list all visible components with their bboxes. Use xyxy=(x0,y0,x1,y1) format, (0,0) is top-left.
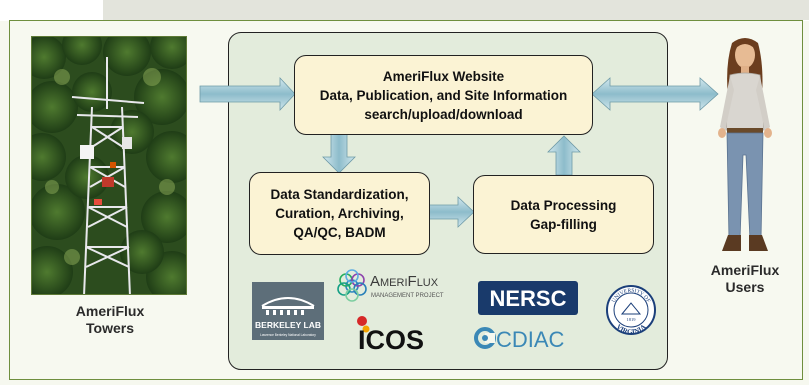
top-band-grey xyxy=(103,0,809,20)
icos-logo: ICOS xyxy=(352,312,447,355)
svg-text:AMERIFLUX: AMERIFLUX xyxy=(370,273,439,290)
nersc-logo-text: NERSC xyxy=(489,286,566,311)
website-title: AmeriFlux Website xyxy=(382,68,505,84)
processing-line2: Gap-filling xyxy=(530,216,597,232)
user-figure xyxy=(710,35,780,255)
processing-box: Data Processing Gap-filling xyxy=(473,175,654,254)
ameriflux-logo-rest1: MERI xyxy=(380,277,408,289)
arrow-towers-to-website xyxy=(199,76,296,112)
website-box: AmeriFlux Website Data, Publication, and… xyxy=(294,55,593,135)
tower-photo xyxy=(31,36,187,295)
standardization-box: Data Standardization, Curation, Archivin… xyxy=(249,172,430,255)
top-band xyxy=(0,0,809,21)
website-subtitle: Data, Publication, and Site Information xyxy=(319,87,568,103)
website-actions: search/upload/download xyxy=(364,106,523,122)
ameriflux-logo-cap1: A xyxy=(370,273,380,290)
berkeley-lab-logo: BERKELEY LAB Lawrence Berkeley National … xyxy=(252,282,324,340)
cdiac-logo-text: CDIAC xyxy=(496,327,565,352)
users-label-line1: AmeriFlux xyxy=(710,262,780,278)
processing-line1: Data Processing xyxy=(510,197,617,213)
ameriflux-logo-sub: MANAGEMENT PROJECT xyxy=(371,293,444,299)
standardization-line2: Curation, Archiving, xyxy=(275,206,404,221)
berkeley-lab-name: BERKELEY LAB xyxy=(255,320,321,330)
uva-logo-year: 1819 xyxy=(627,317,637,322)
arrow-standardization-to-processing xyxy=(428,196,475,228)
towers-label-line1: AmeriFlux xyxy=(75,303,145,319)
cdiac-logo: CDIAC xyxy=(472,322,584,354)
ameriflux-logo-cap2: F xyxy=(408,273,417,290)
towers-label: AmeriFlux Towers xyxy=(50,303,170,337)
berkeley-lab-sub: Lawrence Berkeley National Laboratory xyxy=(260,333,316,337)
uva-logo: UNIVERSITY OF VIRGINIA 1819 xyxy=(605,284,657,336)
svg-text:VIRGINIA: VIRGINIA xyxy=(615,323,648,336)
towers-label-line2: Towers xyxy=(86,320,134,336)
standardization-line3: QA/QC, BADM xyxy=(293,225,386,240)
users-label-line2: Users xyxy=(725,279,765,295)
standardization-line1: Data Standardization, xyxy=(270,187,409,202)
nersc-logo: NERSC xyxy=(478,281,578,315)
ameriflux-logo: AMERIFLUX MANAGEMENT PROJECT xyxy=(330,262,450,312)
ameriflux-logo-rest2: LUX xyxy=(417,277,439,289)
icos-logo-text: ICOS xyxy=(358,325,424,352)
arrow-website-to-standardization xyxy=(322,133,356,174)
users-label: AmeriFlux Users xyxy=(690,262,800,296)
arrow-website-users xyxy=(591,77,719,111)
uva-logo-bottom: VIRGINIA xyxy=(615,323,648,336)
arrow-processing-to-website xyxy=(547,135,581,176)
